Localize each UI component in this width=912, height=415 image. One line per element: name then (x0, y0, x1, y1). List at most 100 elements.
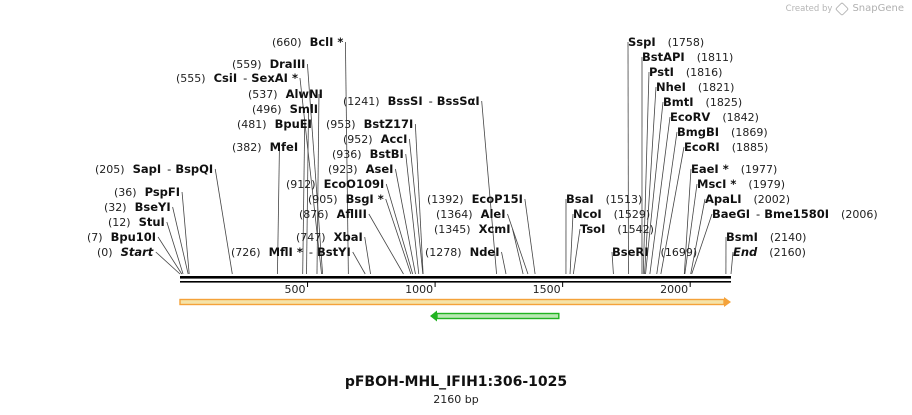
leader-line (649, 116, 671, 275)
backbone (180, 276, 731, 283)
site-label: (537)AlwNI (248, 87, 323, 101)
site-labels: (0)Start(7)Bpu10I(12)StuI(32)BseYI(36)Ps… (87, 35, 878, 259)
site-smli: (496)SmlI (252, 102, 318, 116)
site-label: (555)CsiI-SexAI * (176, 71, 298, 85)
site-label: (36)PspFI (114, 185, 180, 199)
site-label: (912)EcoO109I (286, 177, 384, 191)
site-label: PstI(1816) (649, 65, 722, 79)
site-bsgi: (905)BsgI * (308, 192, 384, 206)
leader-line (306, 108, 309, 275)
leader-line (302, 123, 306, 275)
site-label: (7)Bpu10I (87, 230, 156, 244)
site-xcmi: (1345)XcmI (434, 222, 511, 236)
leader-line (684, 183, 698, 275)
leader-line (277, 146, 280, 275)
leader-line (299, 77, 322, 275)
leader-lines (155, 41, 734, 275)
feature-arrow-body (179, 298, 725, 306)
site-bseri: BseRI(1699) (612, 245, 697, 259)
site-mfei: (382)MfeI (232, 140, 298, 154)
site-label: (496)SmlI (252, 102, 318, 116)
site-label: (923)AseI (328, 162, 393, 176)
site-bstapi: BstAPI(1811) (642, 50, 733, 64)
site-label: (876)AflIII (299, 207, 367, 221)
site-bpu10i: (7)Bpu10I (87, 230, 156, 244)
leader-line (409, 138, 424, 275)
feature-arrow-head (724, 297, 731, 307)
bottom-strand (180, 281, 731, 283)
site-label: SspI(1758) (628, 35, 704, 49)
credit-brand: SnapGene (852, 3, 904, 14)
credit-prefix: Created by (785, 3, 833, 14)
site-end: End(2160) (733, 245, 806, 259)
site-draiii: (559)DraIII (232, 57, 305, 71)
site-alei: (1364)AleI (436, 207, 506, 221)
leader-line (642, 71, 650, 275)
site-ecori: EcoRI(1885) (684, 140, 768, 154)
leader-line (214, 168, 233, 275)
leader-line (512, 228, 524, 275)
leader-line (307, 63, 323, 275)
site-afliii: (876)AflIII (299, 207, 367, 221)
scale-tick-label: 1500 (533, 283, 561, 296)
leader-line (166, 221, 184, 275)
site-bcli: (660)BclI * (272, 35, 343, 49)
leader-line (395, 168, 416, 275)
site-label: (726)MflI *-BstYI (231, 245, 351, 259)
site-label: (559)DraIII (232, 57, 305, 71)
site-bsmi: BsmI(2140) (726, 230, 806, 244)
site-ecop15i: (1392)EcoP15I (427, 192, 523, 206)
site-label: (952)AccI (343, 132, 407, 146)
feature-arrow-body (436, 312, 560, 320)
site-label: (953)BstZ17I (326, 117, 413, 131)
leader-line (352, 251, 366, 275)
site-ecoo109i: (912)EcoO109I (286, 177, 384, 191)
site-start: (0)Start (97, 245, 154, 259)
site-bsai: BsaI(1513) (566, 192, 642, 206)
site-label: (32)BseYI (104, 200, 171, 214)
site-label: NcoI(1529) (573, 207, 650, 221)
leader-line (611, 251, 614, 275)
site-msci: MscI *(1979) (697, 177, 785, 191)
site-label: (0)Start (97, 245, 154, 259)
scale-tick-label: 500 (285, 283, 306, 296)
site-stui: (12)StuI (108, 215, 165, 229)
leader-line (345, 41, 349, 275)
map-title: pFBOH-MHL_IFIH1:306-1025 (344, 374, 568, 390)
site-bseyi: (32)BseYI (104, 200, 171, 214)
leader-line (660, 146, 685, 275)
site-label: ApaLI(2002) (705, 192, 790, 206)
site-bsssi: (1241)BssSI-BssSαI (343, 94, 480, 108)
site-label: (747)XbaI (296, 230, 363, 244)
site-label: (481)BpuEI (237, 117, 312, 131)
leader-line (155, 251, 181, 275)
site-label: EcoRI(1885) (684, 140, 768, 154)
site-bmti: BmtI(1825) (663, 95, 742, 109)
credit: Created by SnapGene (785, 1, 904, 16)
leader-line (690, 198, 706, 275)
leader-line (385, 183, 414, 275)
leader-line (181, 191, 190, 275)
site-label: EaeI *(1977) (691, 162, 777, 176)
site-label: TsoI(1542) (580, 222, 654, 236)
site-xbai: (747)XbaI (296, 230, 363, 244)
leader-line (572, 228, 581, 275)
site-nhei: NheI(1821) (656, 80, 734, 94)
site-label: BsaI(1513) (566, 192, 642, 206)
site-label: (382)MfeI (232, 140, 298, 154)
leader-line (368, 213, 404, 275)
site-label: BstAPI(1811) (642, 50, 733, 64)
leader-line (157, 236, 183, 275)
site-bstz17i: (953)BstZ17I (326, 117, 413, 131)
leader-line (730, 251, 734, 275)
site-mfli: (726)MflI *-BstYI (231, 245, 351, 259)
site-label: (1241)BssSI-BssSαI (343, 94, 480, 108)
leader-line (414, 123, 424, 275)
leader-line (645, 101, 664, 275)
site-label: NheI(1821) (656, 80, 734, 94)
leader-line (364, 236, 371, 275)
site-label: (205)SapI-BspQI (95, 162, 213, 176)
site-psti: PstI(1816) (649, 65, 722, 79)
site-acci: (952)AccI (343, 132, 407, 146)
site-label: BsmI(2140) (726, 230, 806, 244)
